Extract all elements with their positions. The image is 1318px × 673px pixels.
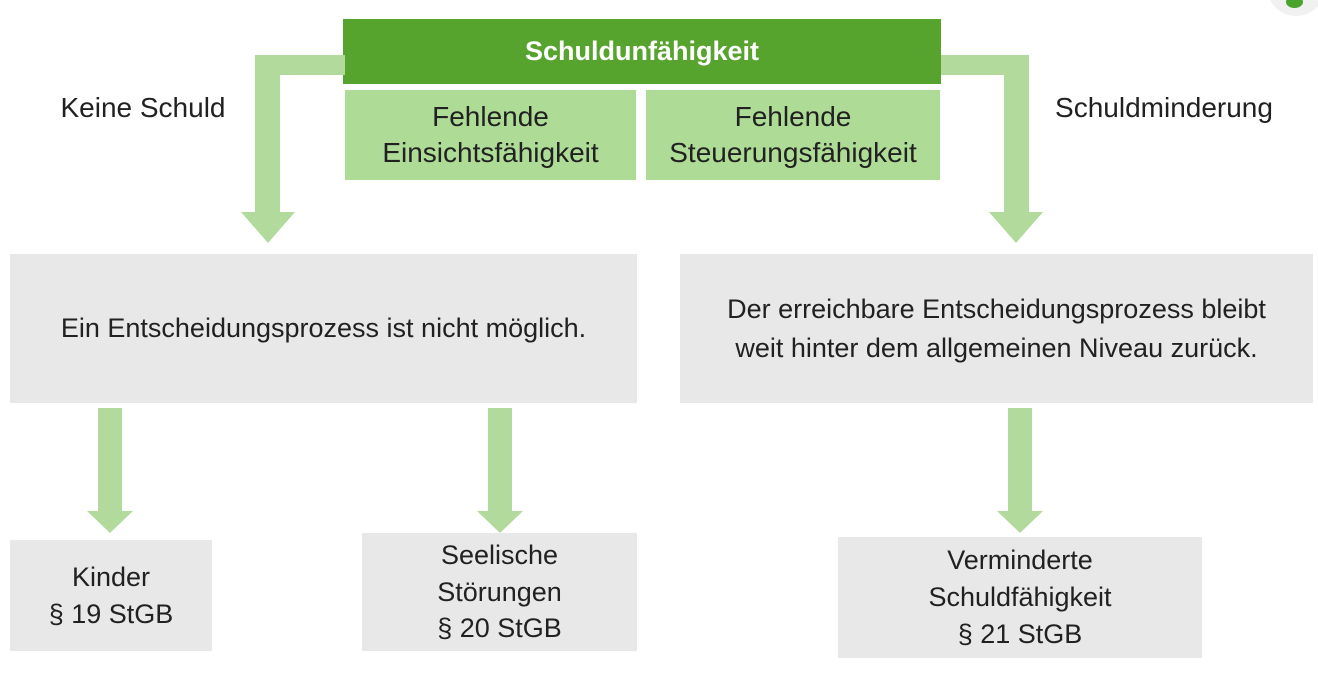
sub-box-einsichtsfaehigkeit: Fehlende Einsichtsfähigkeit — [345, 90, 636, 180]
green-dot-icon — [1286, 0, 1303, 8]
mid-box-left: Ein Entscheidungsprozess ist nicht mögli… — [10, 254, 637, 403]
side-label-schuldminderung: Schuldminderung — [1055, 92, 1273, 123]
arrow-shaft — [488, 408, 512, 512]
arrow-shaft — [98, 408, 122, 512]
arrow-vertical-shaft — [255, 55, 280, 213]
arrow-shaft — [1008, 408, 1032, 512]
mid-box-right: Der erreichbare Entscheidungsprozess ble… — [680, 254, 1313, 403]
arrow-head — [989, 212, 1043, 243]
sub-box-steuerungsfaehigkeit: Fehlende Steuerungsfähigkeit — [646, 90, 940, 180]
arrow-vertical-shaft — [1004, 55, 1029, 213]
arrow-head — [241, 212, 295, 243]
side-label-keine-schuld: Keine Schuld — [60, 92, 226, 123]
root-box-schuldunfaehigkeit: Schuldunfähigkeit — [343, 19, 941, 84]
arrow-head — [997, 511, 1043, 533]
leaf-box-seelische-stoerungen: Seelische Störungen § 20 StGB — [362, 533, 637, 651]
leaf-box-verminderte-schuldfaehigkeit: Verminderte Schuldfähigkeit § 21 StGB — [838, 537, 1202, 658]
arrow-head — [477, 511, 523, 533]
leaf-box-kinder: Kinder § 19 StGB — [10, 540, 212, 651]
arrow-head — [87, 511, 133, 533]
